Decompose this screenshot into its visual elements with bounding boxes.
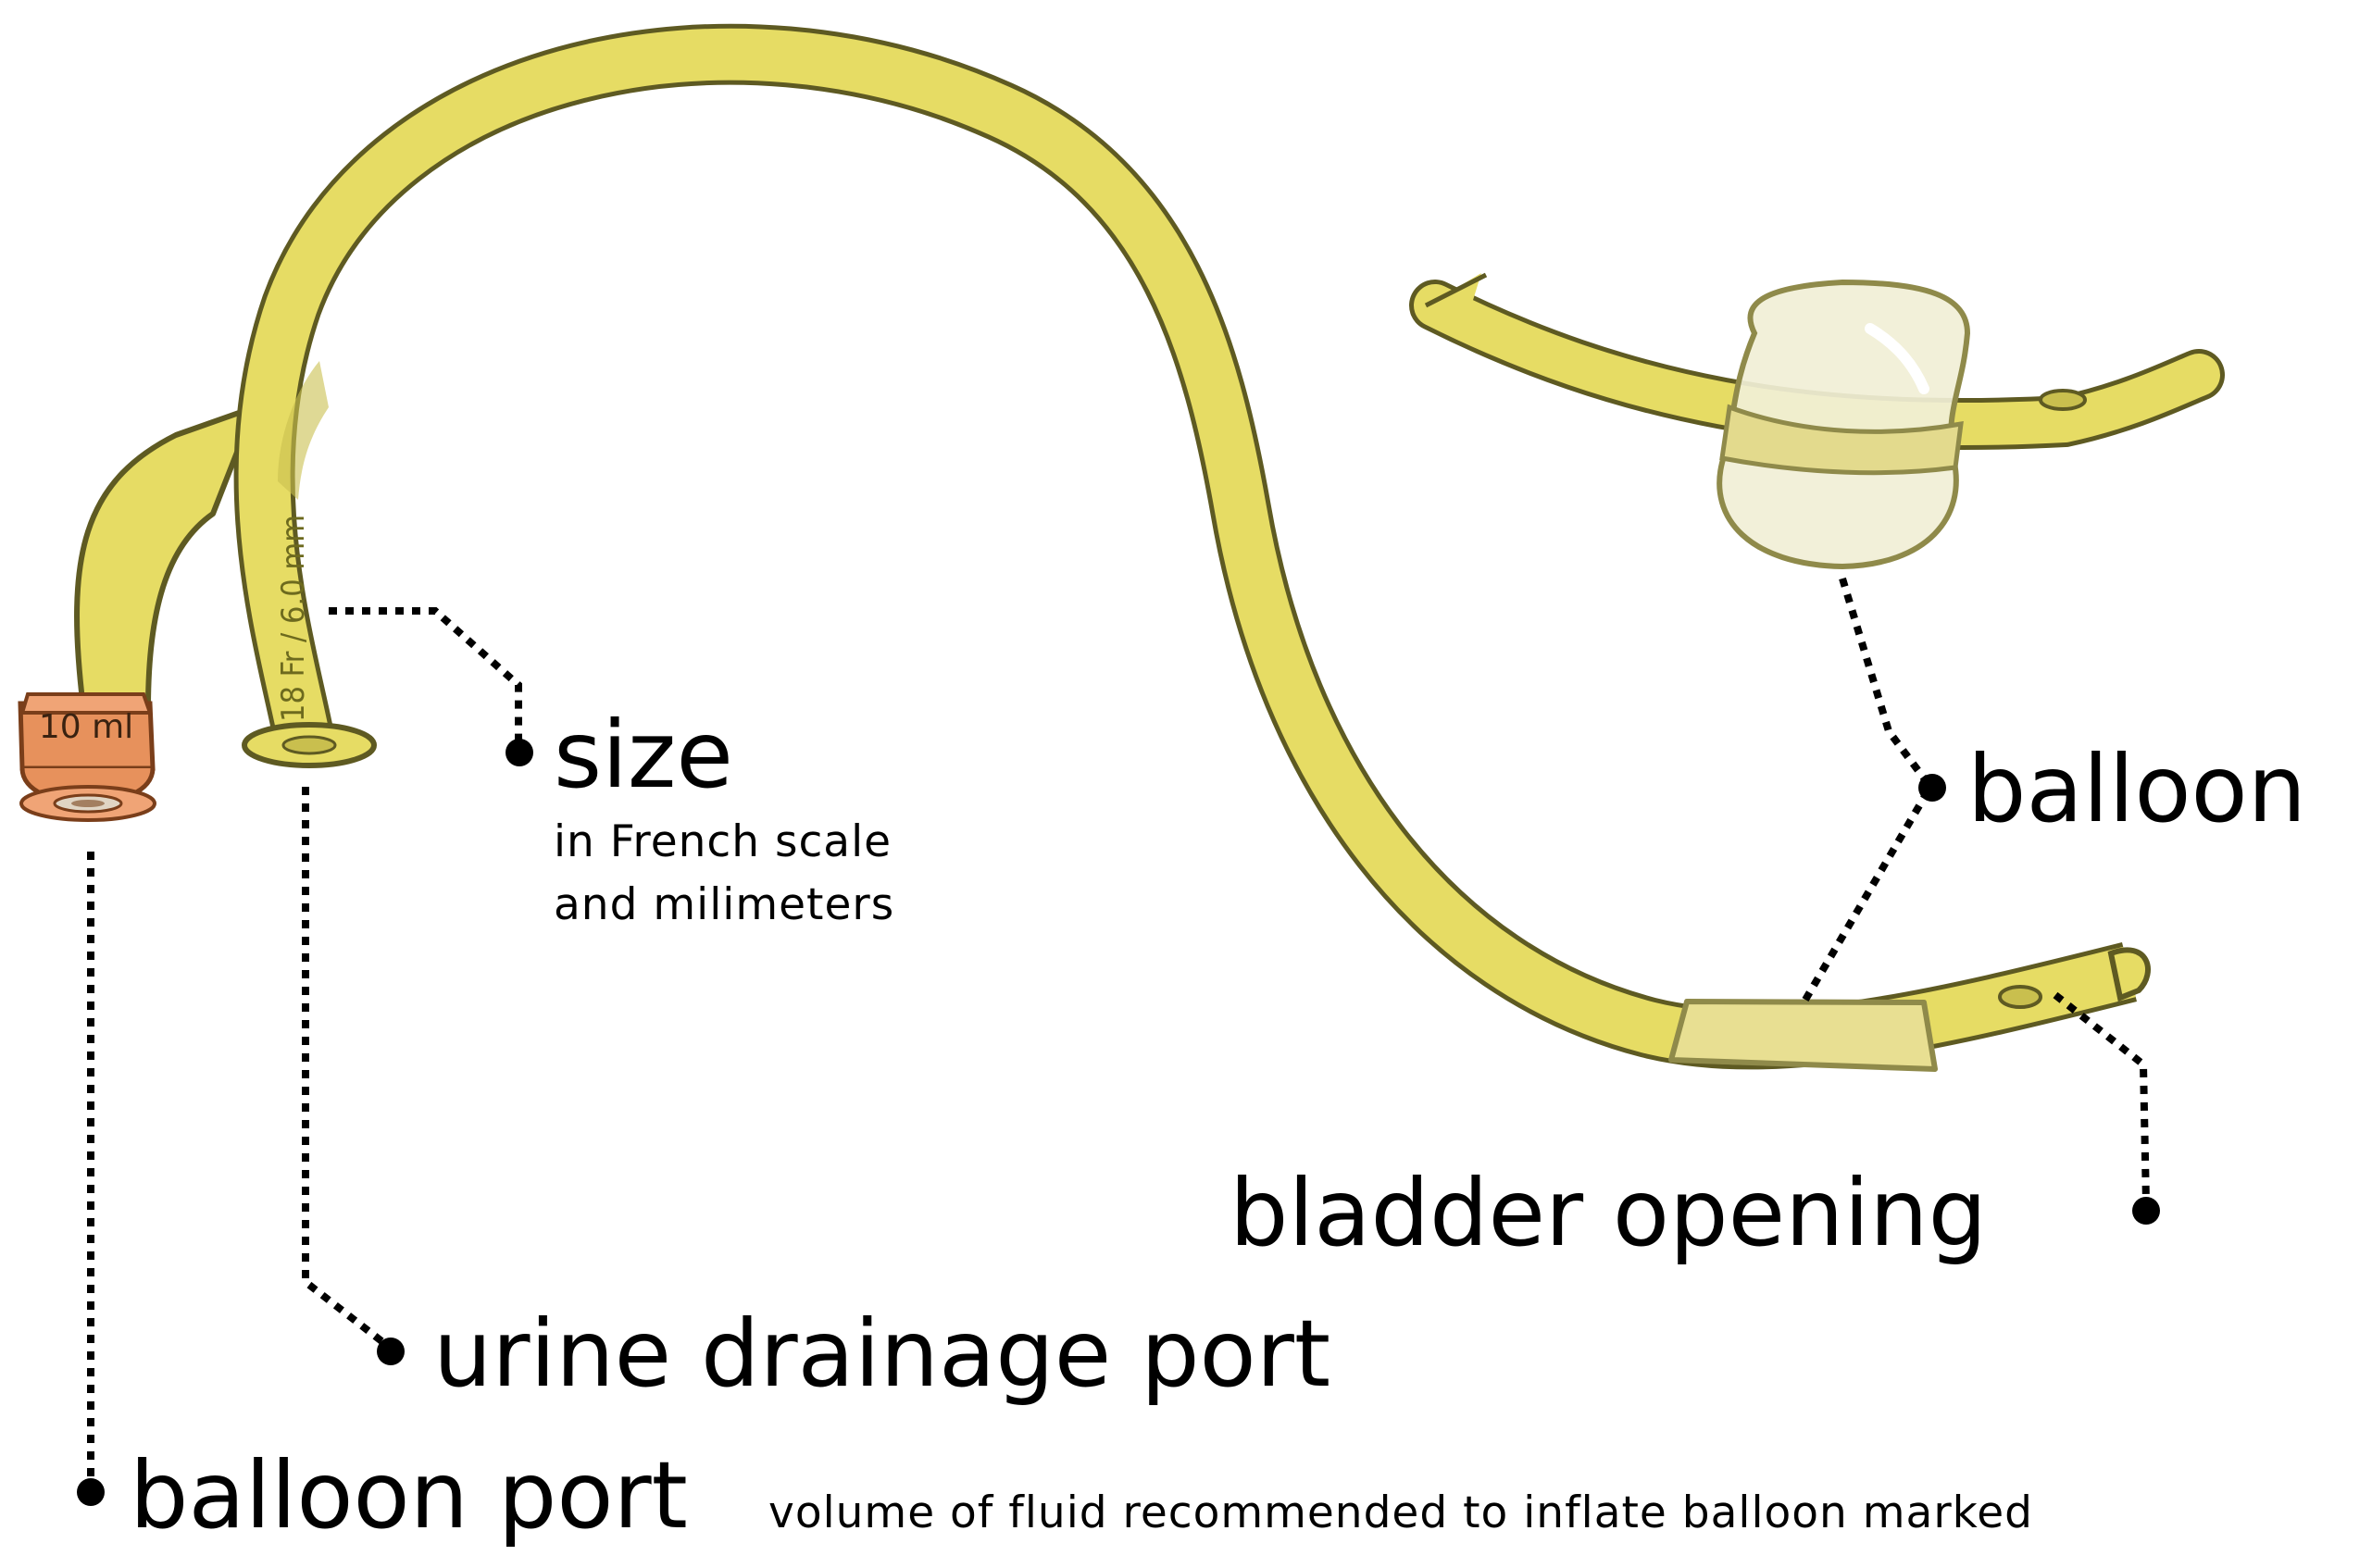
inflated-balloon-inset <box>1409 272 2225 570</box>
bladder-opening-leader-line <box>2053 991 2150 1204</box>
balloon-leader-line-top <box>1839 577 1934 790</box>
leader-dots <box>77 739 2160 1506</box>
size-leader-line <box>329 607 522 750</box>
urine-drainage-port-label: urine drainage port <box>433 1300 1330 1408</box>
balloon-leader-line-bottom <box>1802 784 1934 1002</box>
urine-drainage-leader-line <box>302 787 392 1350</box>
bladder-eyelet-icon <box>1998 985 2042 1009</box>
balloon-port-note: volume of fluid recommended to inflate b… <box>768 1487 2033 1538</box>
size-note-line1: in French scale <box>554 816 892 867</box>
leader-lines <box>87 577 2150 1490</box>
balloon-port-dot <box>77 1478 105 1506</box>
urine-drainage-dot <box>377 1338 405 1365</box>
bladder-opening-dot <box>2132 1197 2160 1225</box>
tube-size-marking: 18 Fr / 6.0 mm <box>275 515 312 722</box>
size-dot <box>506 739 533 766</box>
deflated-balloon-band <box>1668 999 1938 1072</box>
balloon-port-label: balloon port <box>130 1441 688 1549</box>
balloon-label: balloon <box>1967 735 2306 843</box>
balloon-port-cap: 10 ml <box>18 692 156 822</box>
bladder-opening-label: bladder opening <box>1230 1159 1987 1267</box>
size-note-line2: and milimeters <box>554 879 894 930</box>
cap-volume-marking: 10 ml <box>39 708 133 746</box>
balloon-inflation-arm <box>74 404 257 711</box>
size-label: size <box>554 701 733 809</box>
catheter-tube <box>233 23 2151 1072</box>
balloon-dot <box>1918 774 1946 802</box>
